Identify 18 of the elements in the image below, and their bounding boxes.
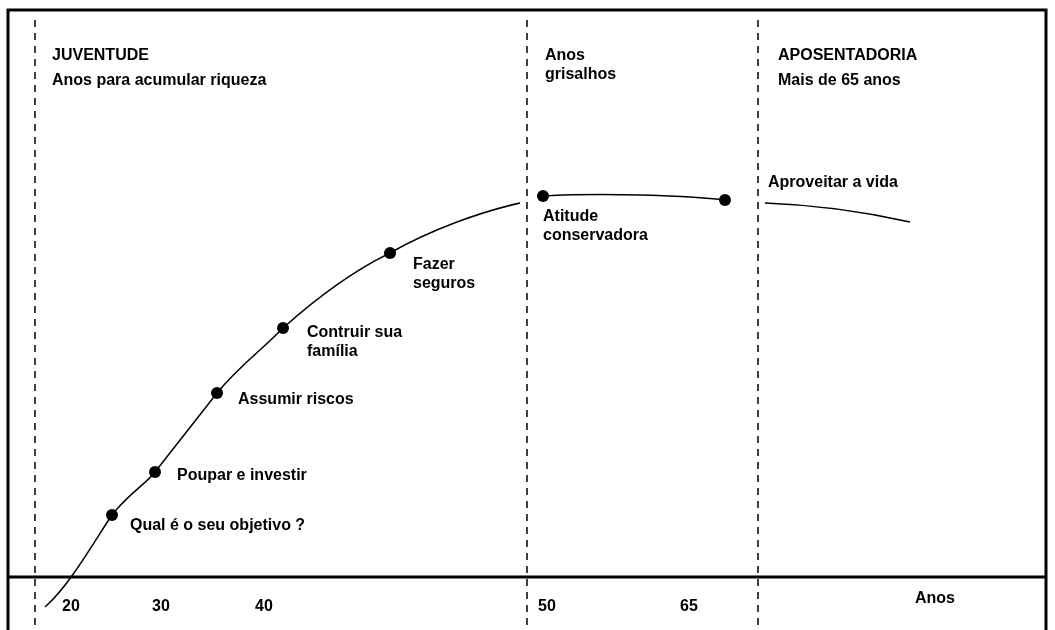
phase-subtitle: Anos para acumular riqueza <box>52 70 267 89</box>
tick-label: 50 <box>538 596 556 615</box>
stage-label: Fazer seguros <box>413 254 477 292</box>
tick-label: 40 <box>255 596 273 615</box>
axis-title: Anos <box>915 588 955 607</box>
phase-title: APOSENTADORIA <box>778 45 918 64</box>
phase-subtitle: Mais de 65 anos <box>778 70 901 89</box>
stage-label: Atitude conservadora <box>543 206 649 244</box>
stage-label: Qual é o seu objetivo ? <box>130 515 306 534</box>
stage-label: Poupar e investir <box>177 465 307 484</box>
phase-title: JUVENTUDE <box>52 45 149 64</box>
tick-label: 20 <box>62 596 80 615</box>
stage-label: Contruir sua família <box>307 322 404 360</box>
stage-label: Assumir riscos <box>238 389 354 408</box>
tick-label: 30 <box>152 596 170 615</box>
stage-label: Aproveitar a vida <box>768 172 898 191</box>
tick-label: 65 <box>680 596 698 615</box>
phase-title: Anos grisalhos <box>545 45 618 83</box>
